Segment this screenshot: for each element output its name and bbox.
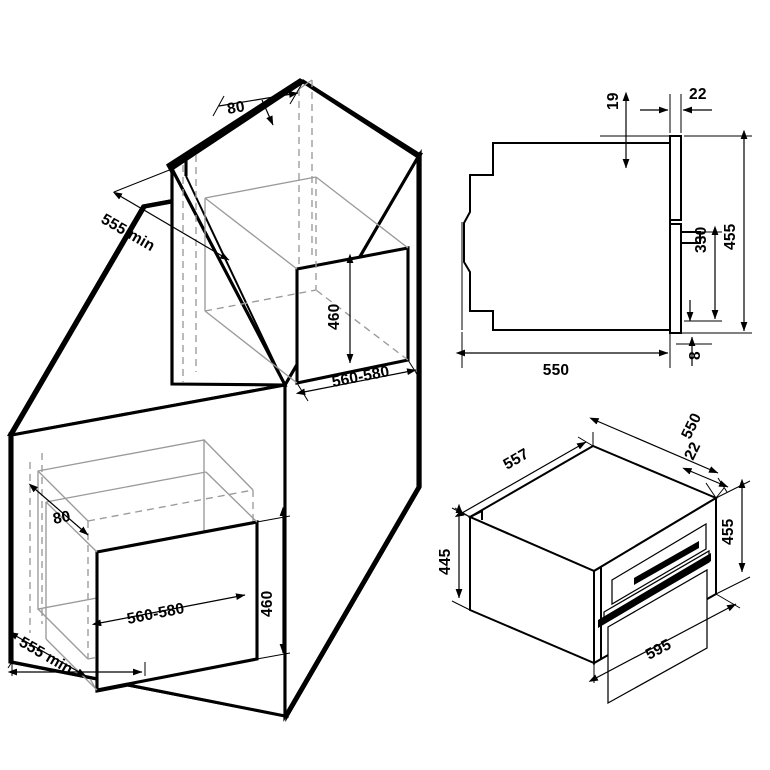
oven-side-handle-stub: [680, 231, 701, 244]
oven-iso-display-bar: [634, 541, 699, 585]
dim-iso-22: 22: [681, 439, 729, 499]
dim-iso-445: 445: [437, 503, 471, 611]
oven-side-door-panel-upper: [669, 135, 682, 221]
dim-lower-80: 80: [28, 483, 89, 536]
dim-iso-455: 455: [715, 478, 751, 595]
dim-upper-460: 460: [326, 253, 354, 364]
dim-label-side-550: 550: [543, 362, 569, 379]
dim-label-lower-80: 80: [52, 508, 73, 528]
dim-label-side-455: 455: [722, 223, 739, 250]
oven-side-door-panel-lower: [669, 223, 682, 334]
dim-upper-80: 80: [212, 81, 304, 126]
view-oven-side-elevation: 19 22 455 330: [455, 86, 752, 379]
dim-label-upper-80: 80: [226, 98, 246, 118]
upper-niche-interior: [204, 176, 409, 384]
dim-lower-460: 460: [256, 506, 291, 660]
dim-label-side-8: 8: [687, 351, 704, 360]
dim-side-455: 455: [684, 129, 752, 334]
dim-side-22: 22: [640, 86, 712, 133]
dim-label-iso-22: 22: [681, 439, 704, 462]
dim-label-iso-455: 455: [720, 518, 737, 545]
oven-side-body-profile: [463, 142, 671, 331]
dim-label-side-330: 330: [693, 227, 710, 253]
dim-label-lower-460: 460: [259, 591, 276, 617]
dim-side-550: 550: [455, 332, 671, 379]
dim-side-19: 19: [600, 91, 670, 169]
dim-label-side-19: 19: [605, 92, 622, 110]
upper-niche-front-opening: [295, 246, 410, 385]
dim-side-8: 8: [676, 332, 722, 366]
oven-iso-door-edge-strip: [593, 565, 602, 665]
dim-label-iso-445: 445: [437, 548, 454, 575]
dim-label-side-22: 22: [689, 86, 707, 103]
dim-label-upper-460: 460: [326, 304, 343, 330]
